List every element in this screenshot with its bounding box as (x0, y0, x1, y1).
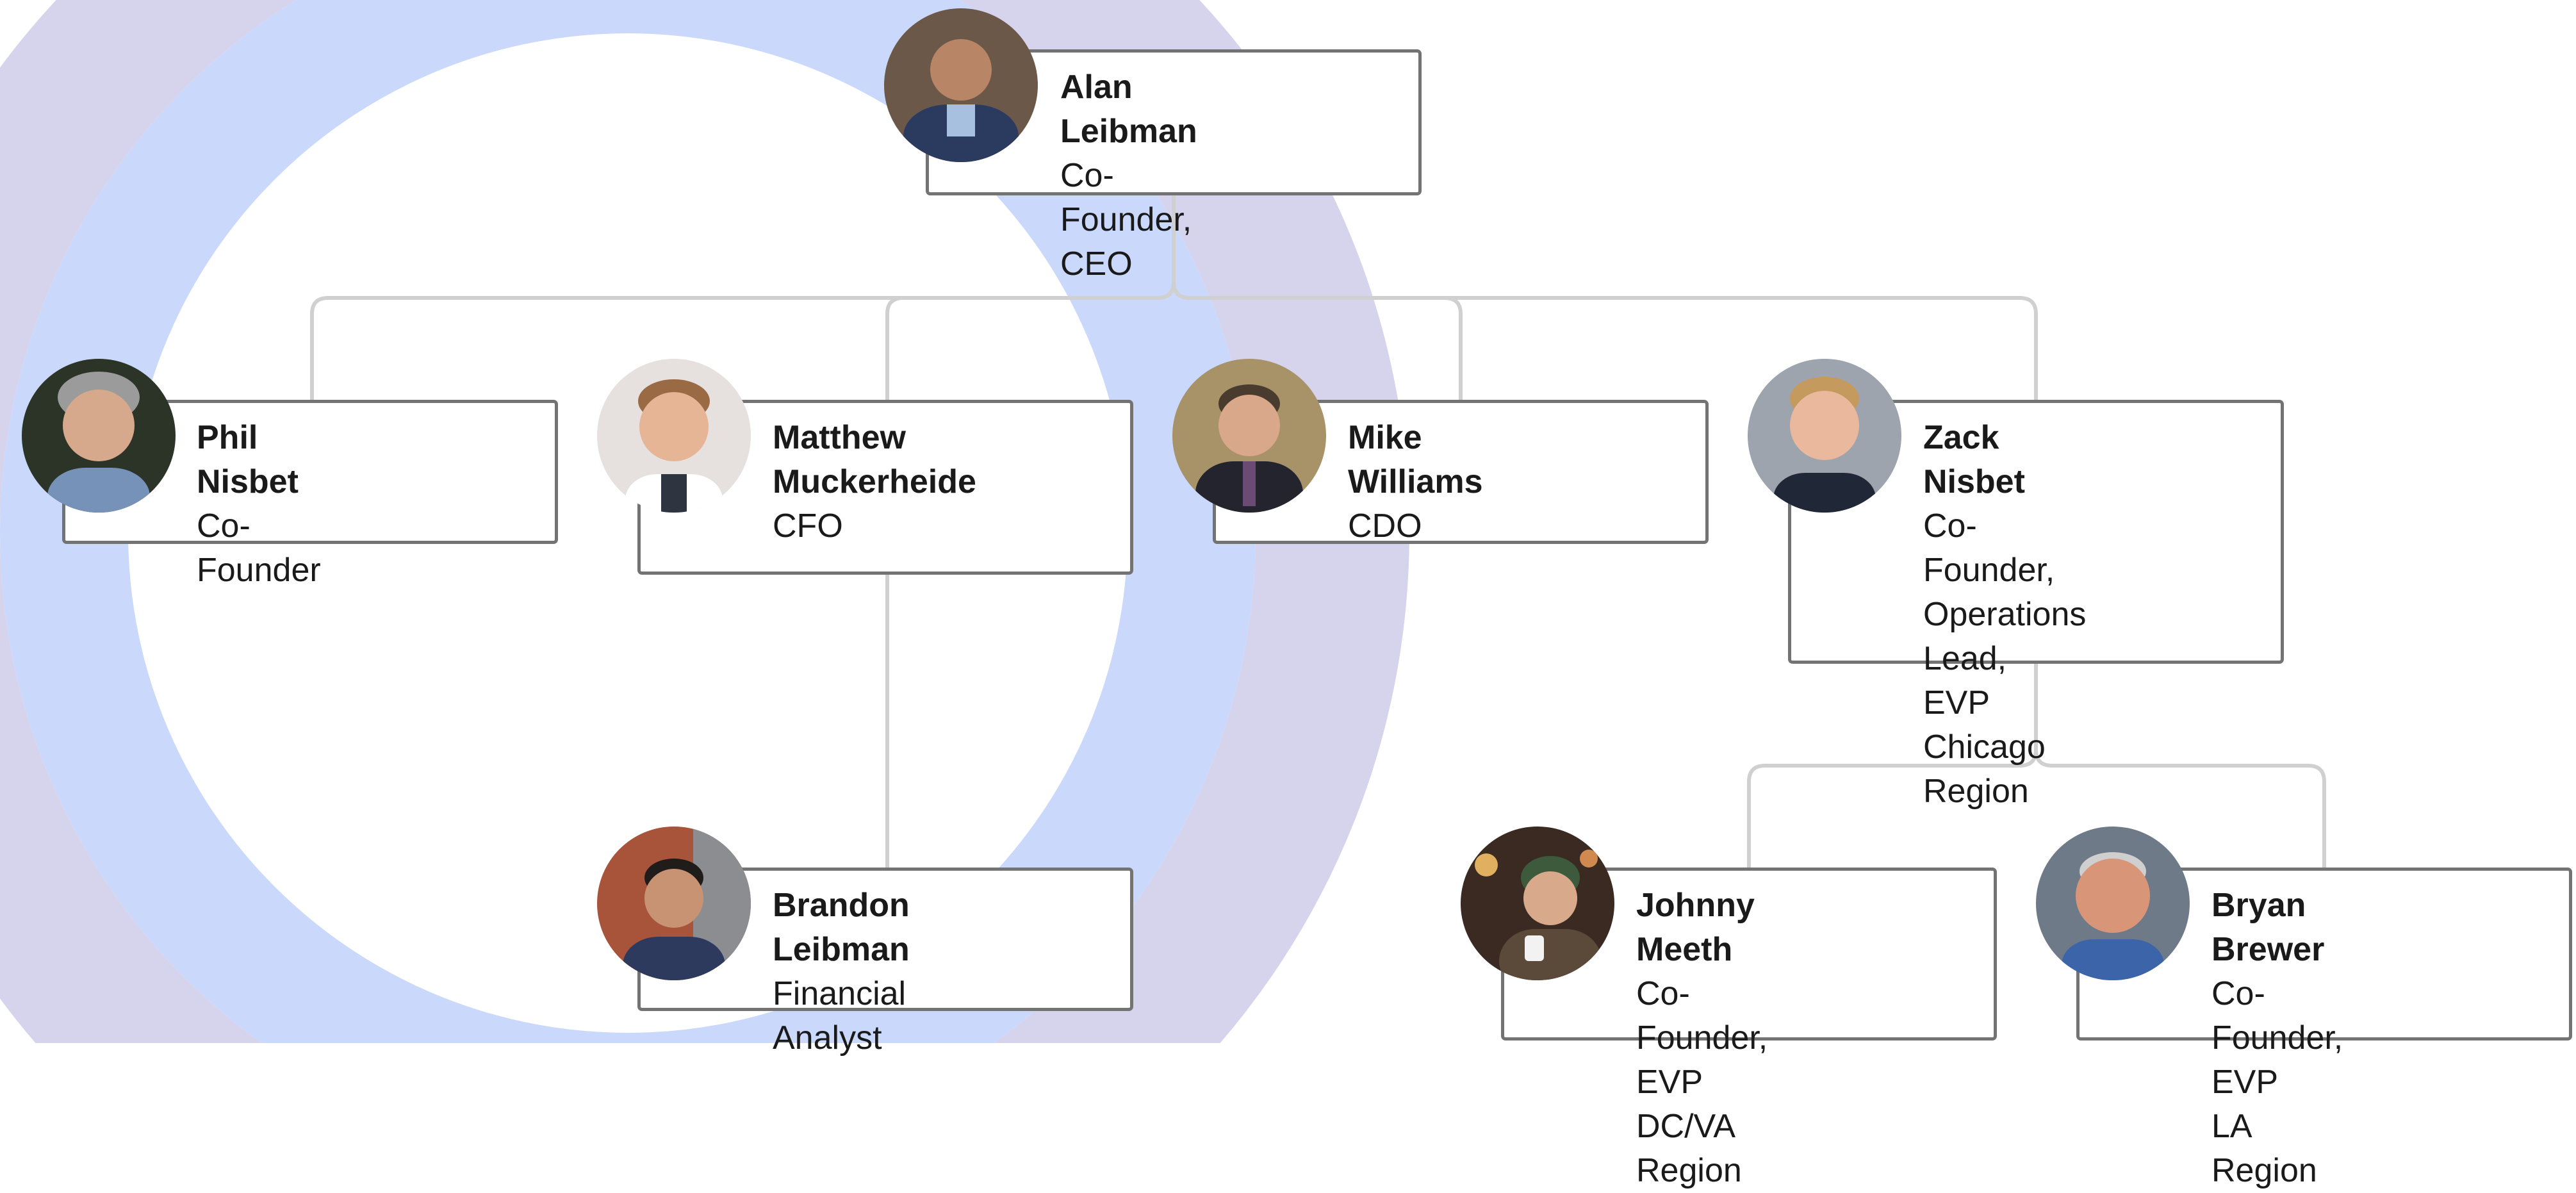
connector-lines (310, 195, 2326, 868)
avatar (597, 827, 751, 980)
node-name: Johnny Meeth (1636, 887, 1755, 968)
node-title: Co-Founder, EVP DC/VA Region (1636, 975, 1768, 1189)
node-name: Matthew Muckerheide (773, 419, 976, 500)
avatar (22, 359, 176, 513)
node-title: CFO (773, 507, 843, 545)
node-title: Financial Analyst (773, 975, 907, 1057)
node-title: Co-Founder, Operations Lead, EVP Chicago… (1923, 507, 2087, 810)
avatar (2036, 827, 2190, 980)
node-title: CDO (1348, 507, 1422, 545)
node-name: Mike Williams (1348, 419, 1483, 500)
avatar (1172, 359, 1326, 513)
avatar (597, 359, 751, 513)
node-title: Co-Founder (197, 507, 321, 589)
node-name: Alan Leibman (1060, 69, 1197, 150)
avatar (1461, 827, 1614, 980)
node-name: Phil Nisbet (197, 419, 299, 500)
connector-alan-zack (1172, 195, 2038, 400)
node-title: Co-Founder, CEO (1060, 157, 1192, 283)
node-name: Bryan Brewer (2211, 887, 2325, 968)
avatar (1748, 359, 1901, 513)
node-name: Brandon Leibman (773, 887, 910, 968)
avatar (884, 8, 1038, 162)
connector-zack-bryan (2034, 664, 2326, 868)
node-name: Zack Nisbet (1923, 419, 2025, 500)
node-title: Co-Founder, EVP LA Region (2211, 975, 2343, 1189)
